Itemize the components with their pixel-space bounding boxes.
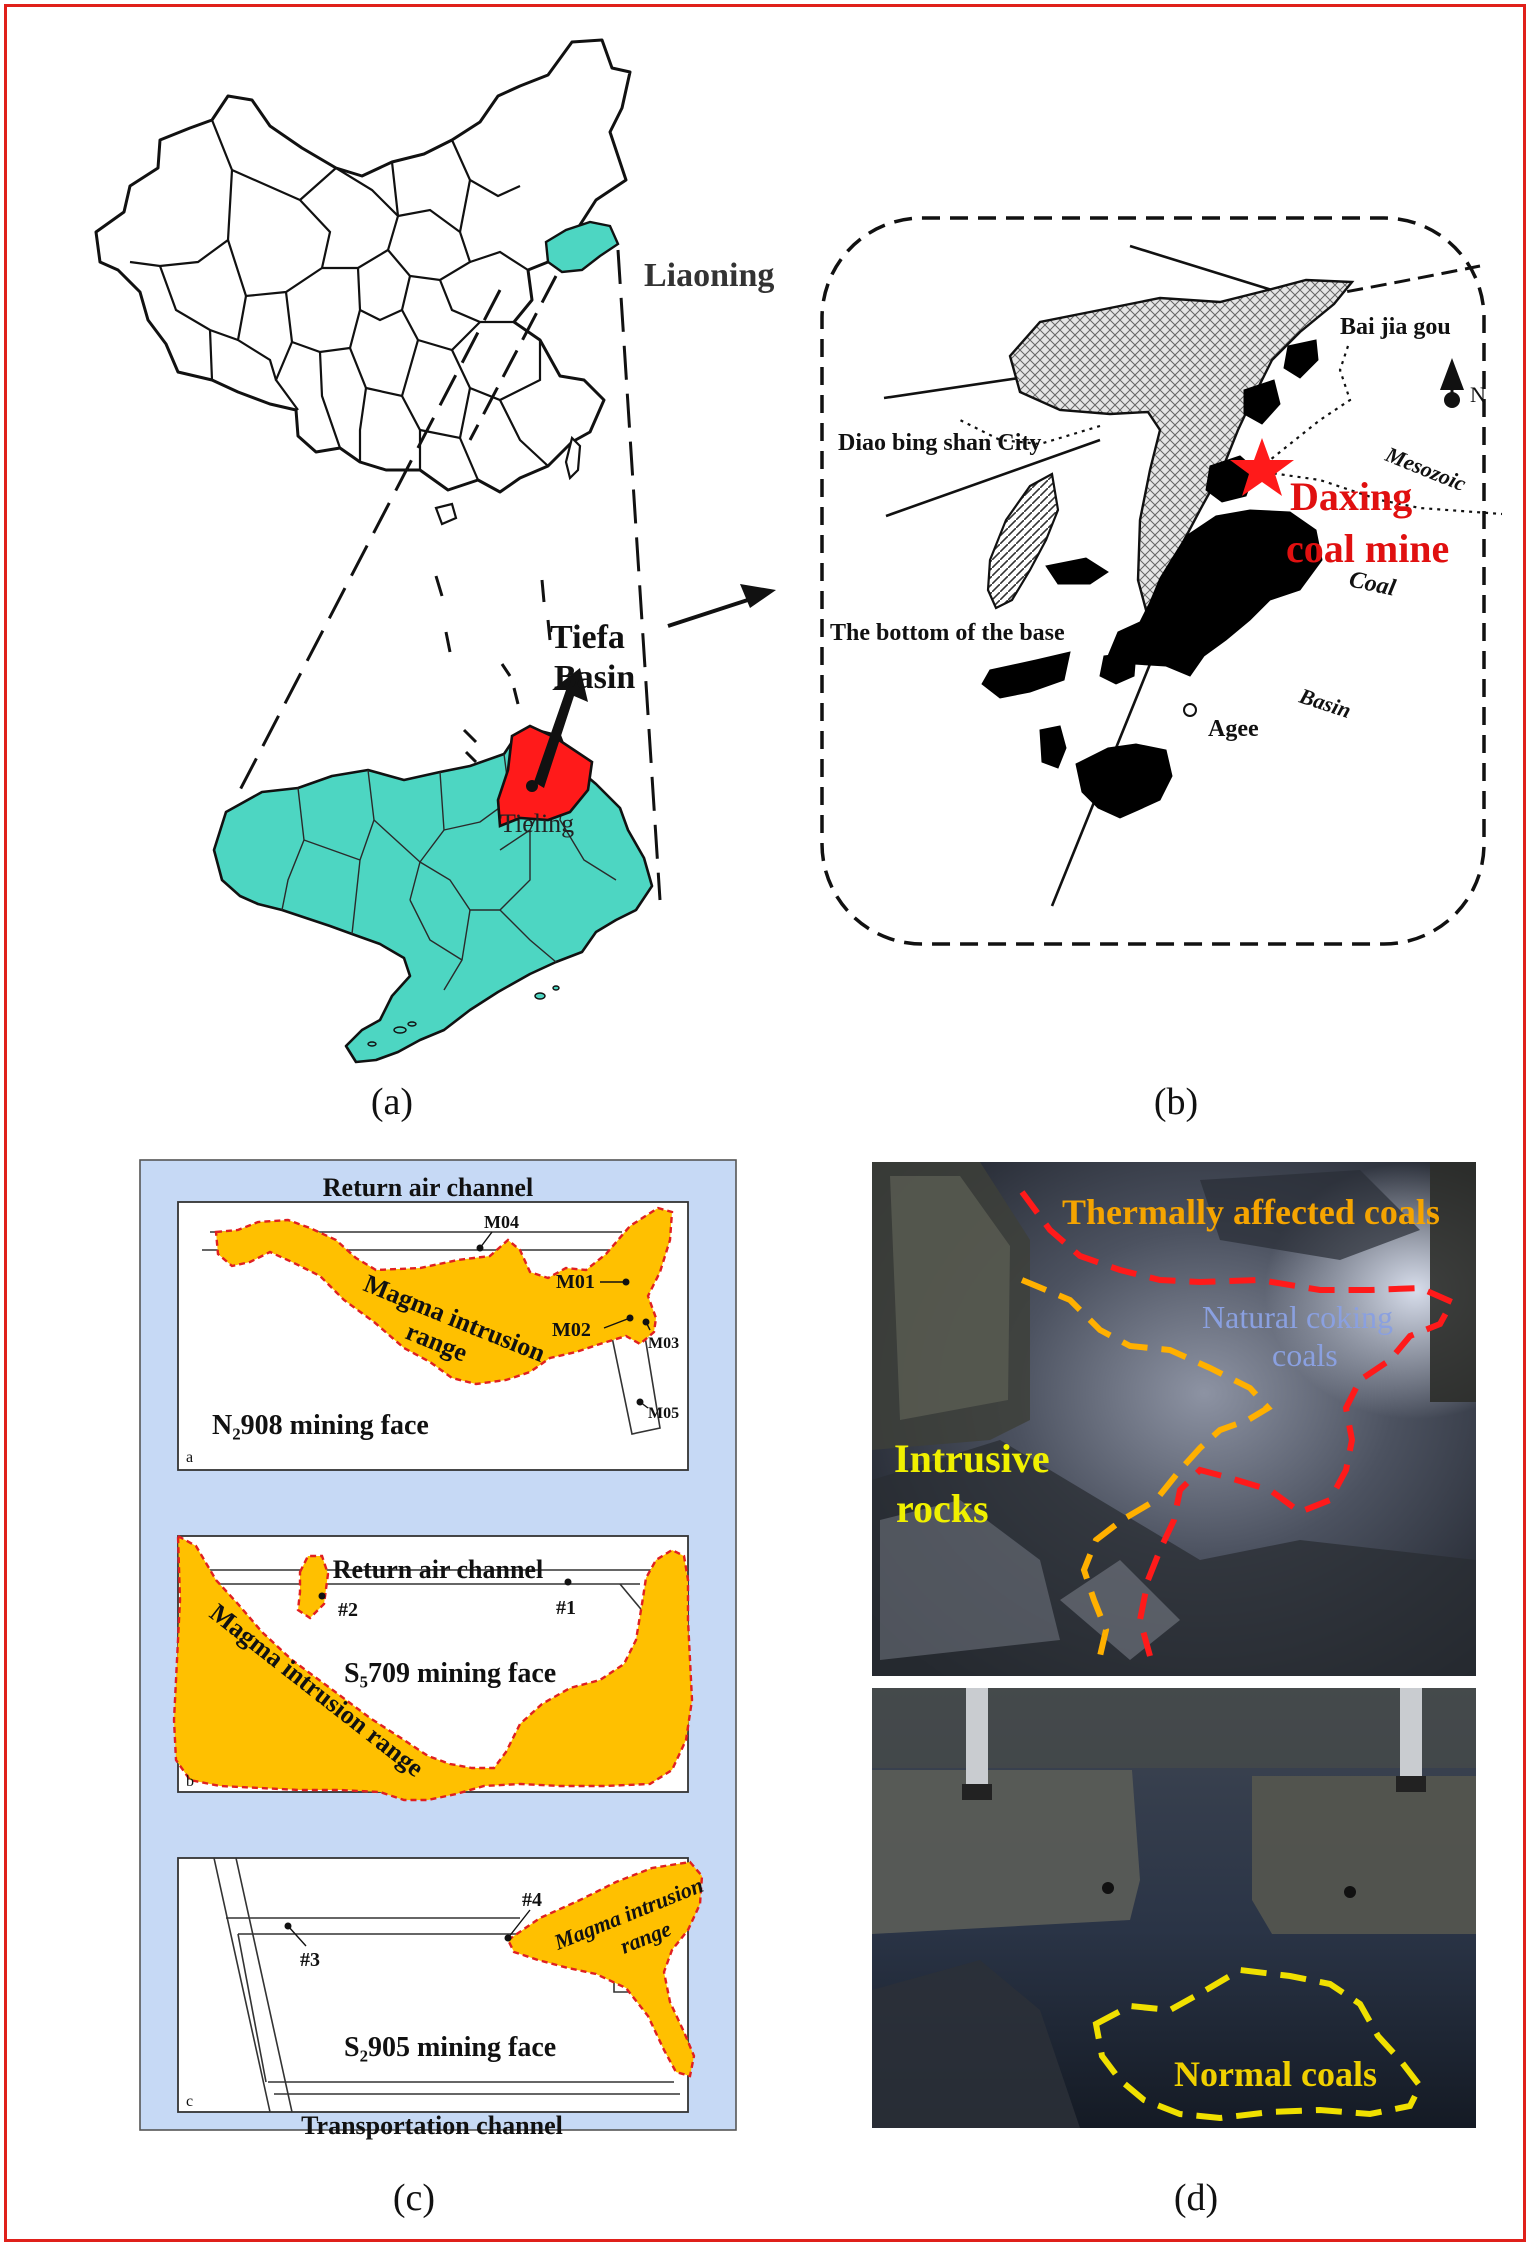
- intrusive-boundary: [1020, 1277, 1273, 1657]
- tieling-point: [526, 780, 538, 792]
- intrusive-label-2: rocks: [896, 1486, 989, 1531]
- point-m05: M05: [648, 1405, 679, 1422]
- intrusion-a: [214, 1206, 674, 1386]
- agee-point: [1183, 703, 1197, 717]
- province-borders: [129, 119, 549, 481]
- point-2-dot: [318, 1592, 326, 1600]
- coal-label: Coal: [1347, 566, 1398, 601]
- agee-label: Agee: [1208, 716, 1259, 742]
- transportation-channel: Transportation channel: [301, 2111, 563, 2140]
- return-air-channel-a: Return air channel: [323, 1173, 533, 1202]
- face-b-sub: b: [186, 1773, 194, 1790]
- liaoning-highlight: [544, 220, 620, 274]
- face-name-c: S₂905 mining face: [344, 2032, 556, 2063]
- thermal-label: Thermally affected coals: [1062, 1192, 1440, 1232]
- intrusion-b-small: [296, 1554, 330, 1620]
- intrusion-b: [172, 1533, 694, 1802]
- natural-coking-label-2: coals: [1272, 1337, 1338, 1373]
- daxing-label: Daxing: [1290, 474, 1412, 519]
- figure-frame: [4, 4, 1526, 2242]
- panel-c: Return air channel M04 M01 M02 M03 M05 M…: [139, 1159, 737, 2219]
- point-m01: M01: [556, 1271, 595, 1293]
- point-4: #4: [522, 1889, 542, 1911]
- face-c: #4 #3 Magma intrusion range S₂905 mining…: [177, 1857, 707, 2140]
- face-name-a: N₂908 mining face: [212, 1410, 429, 1441]
- zoom-line-center: [468, 275, 558, 441]
- basin-label: Basin: [554, 659, 635, 696]
- face-b: Return air channel #2 #1 S₅709 mining fa…: [172, 1533, 694, 1802]
- point-1: #1: [556, 1597, 576, 1619]
- face-c-sub: c: [186, 2093, 193, 2110]
- natural-coking-label-1: Natural coking: [1202, 1299, 1393, 1335]
- panel-c-label: (c): [393, 2177, 435, 2219]
- point-m03: M03: [648, 1335, 679, 1352]
- diao-bing-shan-label: Diao bing shan City: [838, 430, 1041, 456]
- hatched-area: [986, 472, 1060, 610]
- north-arrow: [1440, 358, 1464, 408]
- thermal-boundary: [1019, 1190, 1457, 1657]
- zoom-line-right: [616, 249, 662, 901]
- normal-coal-boundary: [1092, 1966, 1424, 2122]
- bai-jia-gou-label: Bai jia gou: [1340, 314, 1451, 340]
- panel-b: Bai jia gou N Diao bing shan City Mesozo…: [820, 216, 1503, 1123]
- point-1-dot: [564, 1578, 572, 1586]
- panel-a: Liaoning Tiefa Basin Tieling (a): [94, 38, 776, 1123]
- face-a: Return air channel M04 M01 M02 M03 M05 M…: [177, 1173, 689, 1471]
- north-label: N: [1470, 382, 1486, 407]
- panel-b-label: (b): [1154, 1081, 1198, 1123]
- return-air-channel-b: Return air channel: [333, 1555, 543, 1584]
- point-m04: M04: [484, 1212, 519, 1232]
- intrusion-c: [506, 1860, 704, 2078]
- face-a-sub: a: [186, 1449, 193, 1466]
- taiwan-island: [564, 435, 582, 481]
- panel-a-label: (a): [371, 1081, 413, 1123]
- daxing-mine-star: [1230, 438, 1294, 496]
- point-2: #2: [338, 1599, 358, 1621]
- basin-map-label: Basin: [1296, 683, 1355, 723]
- tieling-pointer: [534, 668, 588, 788]
- coal-areas: [981, 339, 1323, 819]
- tieling-label: Tieling: [500, 809, 574, 838]
- normal-coals-label: Normal coals: [1174, 2054, 1377, 2094]
- panel-b-frame: [820, 216, 1486, 946]
- panel-d-label: (d): [1174, 2177, 1218, 2219]
- photo-upper: Thermally affected coals Natural coking …: [872, 1162, 1476, 1676]
- intrusive-label-1: Intrusive: [894, 1436, 1050, 1481]
- liaoning-label: Liaoning: [644, 257, 774, 294]
- right-dashed-line: [1299, 264, 1481, 302]
- hainan-island: [434, 502, 458, 526]
- south-sea-dashes: [434, 575, 552, 764]
- bottom-base-label: The bottom of the base: [830, 620, 1065, 646]
- dotted-lines: [959, 345, 1503, 516]
- arrow-to-panel-b: [667, 594, 761, 628]
- point-m02: M02: [552, 1319, 591, 1341]
- tiefa-label: Tiefa: [550, 619, 625, 656]
- arrow-to-panel-b-head: [740, 584, 776, 608]
- panel-d: Thermally affected coals Natural coking …: [872, 1162, 1476, 2219]
- photo-lower: Normal coals: [872, 1688, 1476, 2128]
- liaoning-islets: [367, 985, 560, 1047]
- coal-mine-label: coal mine: [1286, 526, 1449, 571]
- point-3: #3: [300, 1949, 320, 1971]
- face-name-b: S₅709 mining face: [344, 1658, 556, 1689]
